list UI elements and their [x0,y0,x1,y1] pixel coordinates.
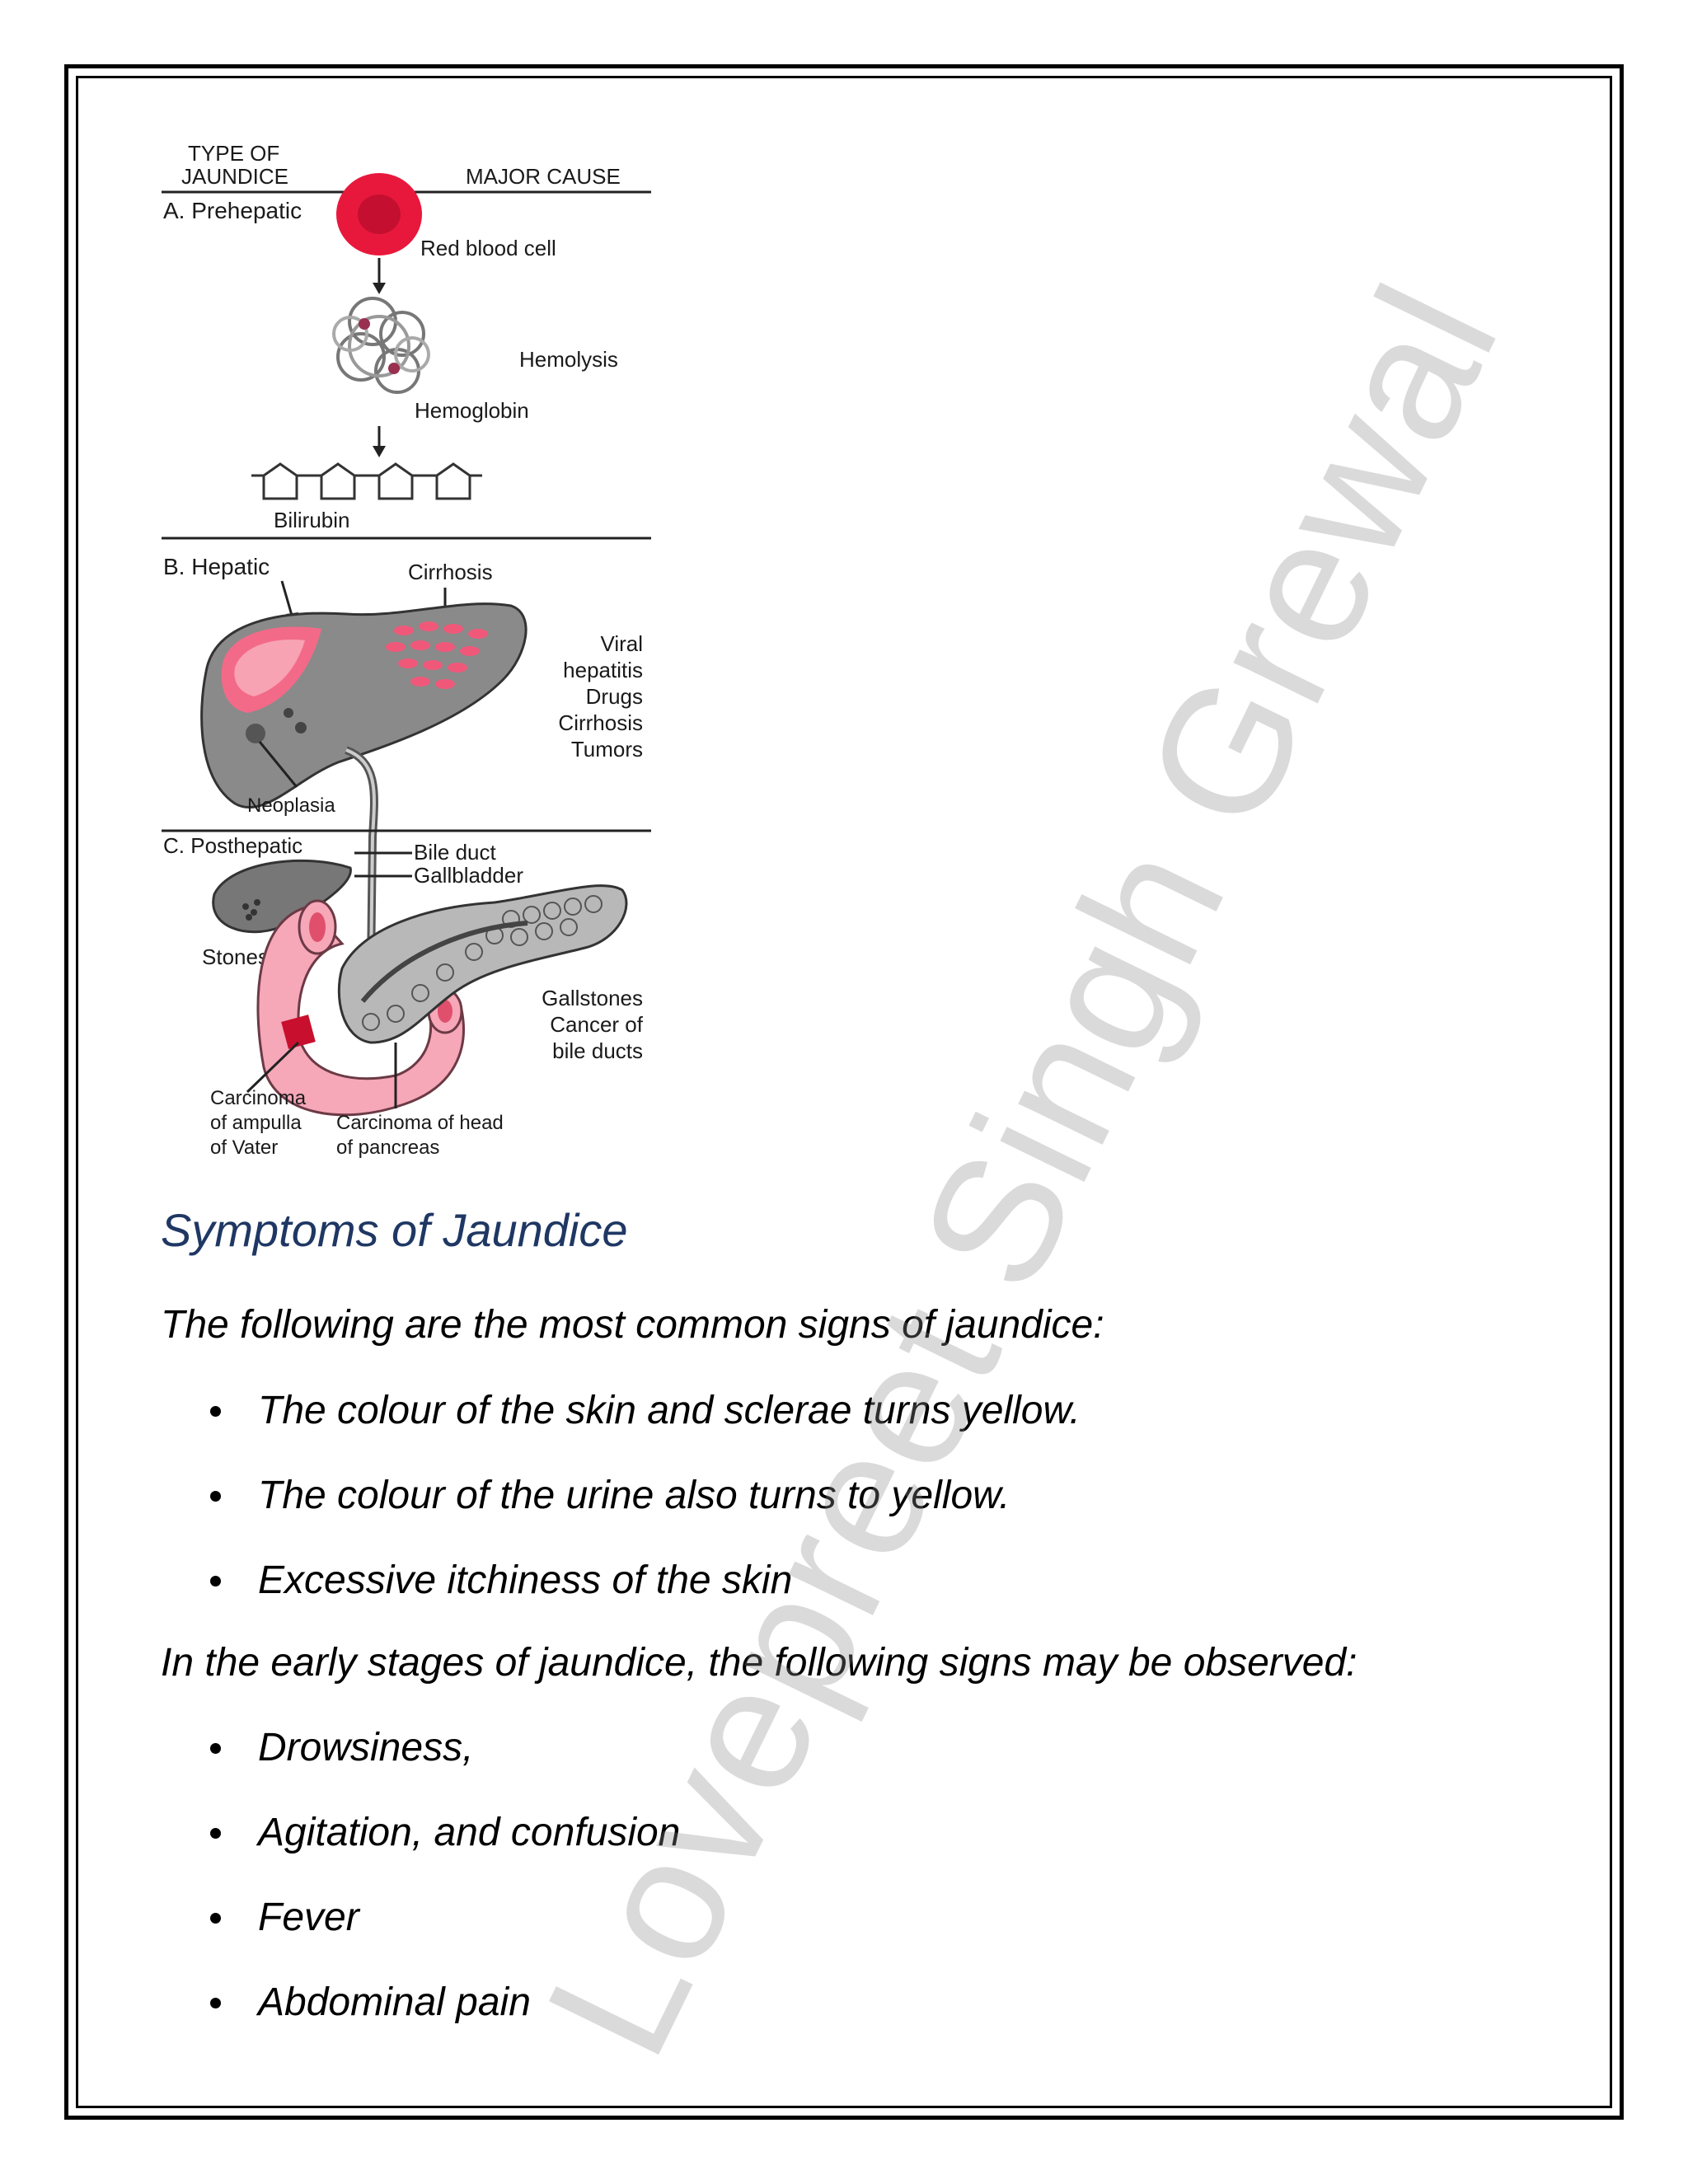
gallbladder-icon [212,859,352,934]
posthepatic-cause-1: Gallstones [542,986,643,1010]
bullet-icon [210,1406,221,1417]
intro-text: The following are the most common signs … [161,1303,1104,1347]
cirrhosis-spots-icon [386,621,488,689]
hepatic-cause-3: Drugs [586,684,643,709]
early-signs-list: Drowsiness, Agitation, and confusion Fev… [0,1725,680,2064]
red-blood-cell-label: Red blood cell [420,236,556,260]
hemoglobin-tangle-icon [332,297,430,394]
posthepatic-cause-3: bile ducts [552,1038,643,1063]
stones-label: Stones [202,944,269,969]
bullet-icon [210,1743,221,1754]
header-cause: MAJOR CAUSE [466,164,621,189]
posthepatic-cause-2: Cancer of [550,1012,643,1037]
section-c-label: C. Posthepatic [163,833,302,858]
signs-list: The colour of the skin and sclerae turns… [0,1388,1081,1643]
gallbladder-label: Gallbladder [414,863,523,888]
header-type-line1: TYPE OF [188,141,279,166]
list-item: Drowsiness, [0,1725,680,1810]
page-border-outer [64,64,1624,2120]
early-stage-intro: In the early stages of jaundice, the fol… [161,1641,1357,1685]
hemoglobin-label: Hemoglobin [415,398,529,423]
bullet-icon [210,1828,221,1839]
carcinoma-ampulla-3: of Vater [210,1137,278,1159]
carcinoma-pancreas-2: of pancreas [336,1137,439,1159]
cirrhosis-label: Cirrhosis [408,560,493,584]
hepatic-cause-1: Viral [600,631,643,656]
list-item: The colour of the urine also turns to ye… [0,1473,1081,1558]
bullet-icon [210,1576,221,1586]
bilirubin-label: Bilirubin [274,508,350,532]
bullet-icon [210,1998,221,2008]
page-border-inner [76,76,1612,2108]
jaundice-types-diagram: TYPE OF JAUNDICE MAJOR CAUSE A. Prehepat… [162,141,651,1159]
section-b-label: B. Hepatic [163,554,270,579]
list-item: Agitation, and confusion [0,1810,680,1895]
carcinoma-ampulla-2: of ampulla [210,1112,302,1134]
hepatic-cause-4: Cirrhosis [558,710,643,735]
hemolysis-label: Hemolysis [519,347,618,372]
list-item: Fever [0,1895,680,1980]
carcinoma-pancreas-1: Carcinoma of head [336,1112,504,1134]
bilirubin-molecule-icon [251,462,482,500]
carcinoma-ampulla-1: Carcinoma [210,1087,307,1109]
pancreas-icon [337,884,628,1044]
section-heading: Symptoms of Jaundice [161,1204,628,1256]
list-item: Abdominal pain [0,1980,680,2064]
bullet-icon [210,1913,221,1924]
bullet-icon [210,1491,221,1502]
hepatic-cause-5: Tumors [571,737,643,762]
list-item: Excessive itchiness of the skin [0,1558,1081,1643]
list-item: The colour of the skin and sclerae turns… [0,1388,1081,1473]
section-a-label: A. Prehepatic [163,198,302,223]
header-type-line2: JAUNDICE [181,164,288,189]
hepatic-cause-2: hepatitis [563,658,643,682]
bile-duct-label: Bile duct [414,840,496,865]
neoplasia-label: Neoplasia [247,794,335,817]
